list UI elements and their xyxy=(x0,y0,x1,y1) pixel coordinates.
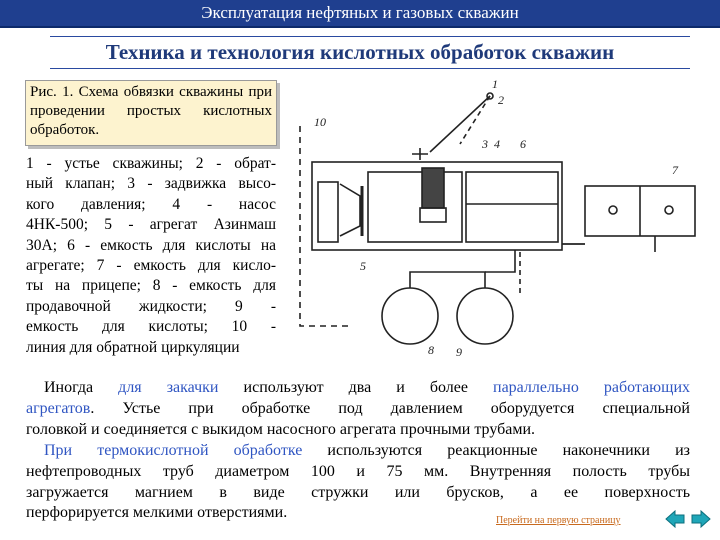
legend-line: 4НК-500; 5 - агрегат Азинмаш xyxy=(26,216,276,234)
label-6: 6 xyxy=(520,137,526,151)
label-10: 10 xyxy=(314,115,326,129)
label-7: 7 xyxy=(672,163,679,177)
return-line xyxy=(459,95,491,145)
legend-line: ты на прицепе; 8 - емкость для xyxy=(26,277,276,295)
legend-line: 30А; 6 - емкость для кислоты на xyxy=(26,236,276,254)
paragraph-line: Иногда для закачки используют два и боле… xyxy=(44,379,691,396)
tank-8 xyxy=(381,287,439,345)
legend-line: агрегате; 7 - емкость для кисло- xyxy=(26,257,276,275)
label-8: 8 xyxy=(428,343,434,357)
label-5: 5 xyxy=(360,259,366,273)
paragraph-line: агрегатов. Устье при обработке под давле… xyxy=(26,399,690,417)
label-4: 4 xyxy=(494,137,500,151)
acid-tank xyxy=(465,171,559,243)
unit-truck xyxy=(311,161,563,251)
slide-title: Техника и технология кислотных обработок… xyxy=(105,40,615,64)
arrow-left-icon[interactable] xyxy=(664,508,686,530)
label-3: 3 xyxy=(481,137,488,151)
legend-line: продавочной жидкости; 9 - xyxy=(26,297,276,315)
arrow-right-icon[interactable] xyxy=(690,508,712,530)
legend-line: 1 - устье скважины; 2 - обрат- xyxy=(26,155,276,172)
truck-cab xyxy=(317,181,339,243)
wellhead-dot xyxy=(486,92,494,100)
paragraph-line: нефтепроводных труб диаметром 100 и 75 м… xyxy=(26,462,690,480)
tank-9 xyxy=(456,287,514,345)
label-9: 9 xyxy=(456,345,462,359)
paragraph-line: загружается магнием в виде стружки или б… xyxy=(26,483,690,501)
title-rule-bottom xyxy=(50,68,690,69)
paragraph-line: головкой и соединяется с выкидом насосно… xyxy=(26,420,536,438)
legend-line: ный клапан; 3 - задвижка высо- xyxy=(26,175,276,193)
legend-line: емкость для кислоты; 10 - xyxy=(26,318,276,336)
paragraph-thermoacid: При термокислотной обработке используютс… xyxy=(26,441,690,524)
truck-front xyxy=(339,183,361,237)
label-2: 2 xyxy=(498,93,504,107)
return-circuit xyxy=(299,126,350,327)
paragraph-parallel-units: Иногда для закачки используют два и боле… xyxy=(26,378,690,440)
header-bar: Эксплуатация нефтяных и газовых скважин xyxy=(0,0,720,28)
first-page-link[interactable]: Перейти на первую страницу xyxy=(496,515,621,526)
paragraph-line: При термокислотной обработке используютс… xyxy=(44,442,690,459)
header-title: Эксплуатация нефтяных и газовых скважин xyxy=(201,3,519,22)
pump-4nk xyxy=(421,167,445,209)
title-rule-top xyxy=(50,36,690,37)
well-hookup-diagram: 1 2 3 4 5 6 7 8 9 10 xyxy=(299,77,696,359)
figure-legend: 1 - устье скважины; 2 - обрат- ный клапа… xyxy=(26,154,276,358)
pump-block xyxy=(367,171,463,243)
check-valve xyxy=(412,148,428,160)
paragraph-line: перфорируется мелкими отверстиями. xyxy=(26,504,288,522)
label-1: 1 xyxy=(492,77,498,91)
legend-line: кого давления; 4 - насос xyxy=(26,195,276,213)
figure-caption: Рис. 1. Схема обвязки скважины при прове… xyxy=(25,80,277,146)
wellhead-line xyxy=(429,95,491,153)
legend-line: линия для обратной циркуляции xyxy=(26,338,240,356)
